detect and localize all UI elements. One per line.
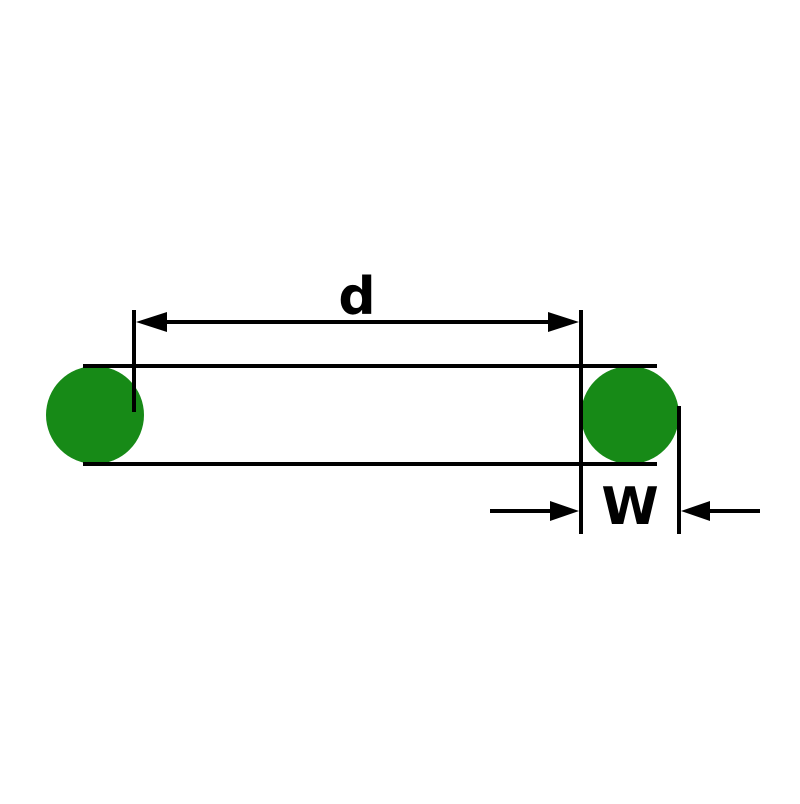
cross-section-width-label: W — [601, 477, 658, 537]
inner-diameter-label: d — [338, 267, 375, 327]
right-ring-cross-section — [581, 366, 679, 464]
width-arrowhead-left-icon — [550, 501, 579, 521]
diameter-arrowhead-right-icon — [548, 312, 579, 332]
width-arrowhead-right-icon — [681, 501, 710, 521]
left-ring-cross-section — [46, 366, 144, 464]
diameter-arrowhead-left-icon — [136, 312, 167, 332]
